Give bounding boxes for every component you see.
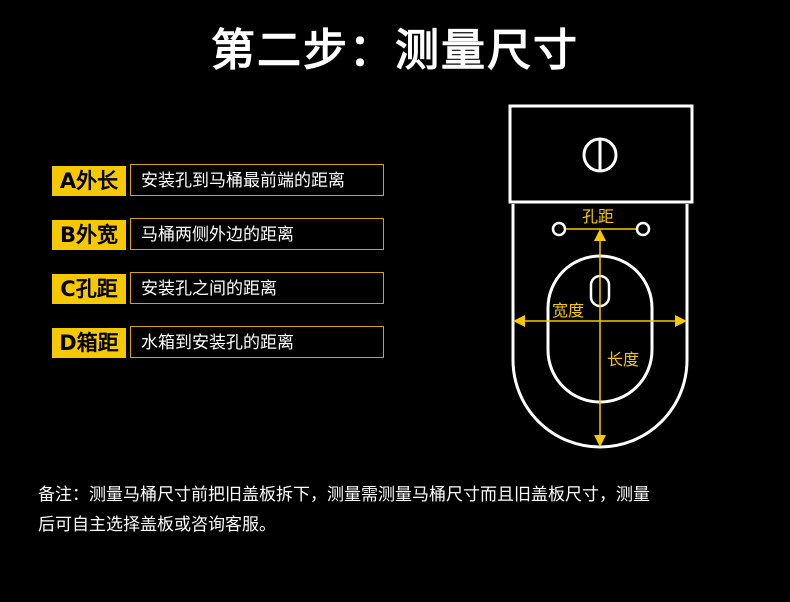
hole-distance-label: 孔距	[582, 207, 614, 226]
definition-tag: C孔距	[52, 274, 126, 304]
definition-description: 水箱到安装孔的距离	[130, 326, 384, 358]
definition-tag: D箱距	[52, 328, 126, 358]
page-title: 第二步：测量尺寸	[211, 25, 579, 76]
width-label: 宽度	[552, 301, 584, 320]
definition-description: 马桶两侧外边的距离	[130, 218, 384, 250]
toilet-tank	[508, 104, 694, 204]
definition-tag: B外宽	[52, 220, 126, 250]
mounting-hole-left	[551, 221, 567, 237]
length-label: 长度	[607, 350, 639, 369]
toilet-bowl-outline	[511, 204, 689, 449]
note-text: 备注：测量马桶尺寸前把旧盖板拆下，测量需测量马桶尺寸而且旧盖板尺寸，测量 后可自…	[38, 480, 748, 540]
definition-description: 安装孔之间的距离	[130, 272, 384, 304]
flush-button-icon	[582, 137, 618, 173]
definition-description: 安装孔到马桶最前端的距离	[130, 164, 384, 196]
note-line: 备注：测量马桶尺寸前把旧盖板拆下，测量需测量马桶尺寸而且旧盖板尺寸，测量	[38, 485, 650, 505]
definition-tag: A外长	[52, 166, 126, 196]
note-line: 后可自主选择盖板或咨询客服。	[38, 515, 276, 535]
mounting-hole-right	[635, 221, 651, 237]
